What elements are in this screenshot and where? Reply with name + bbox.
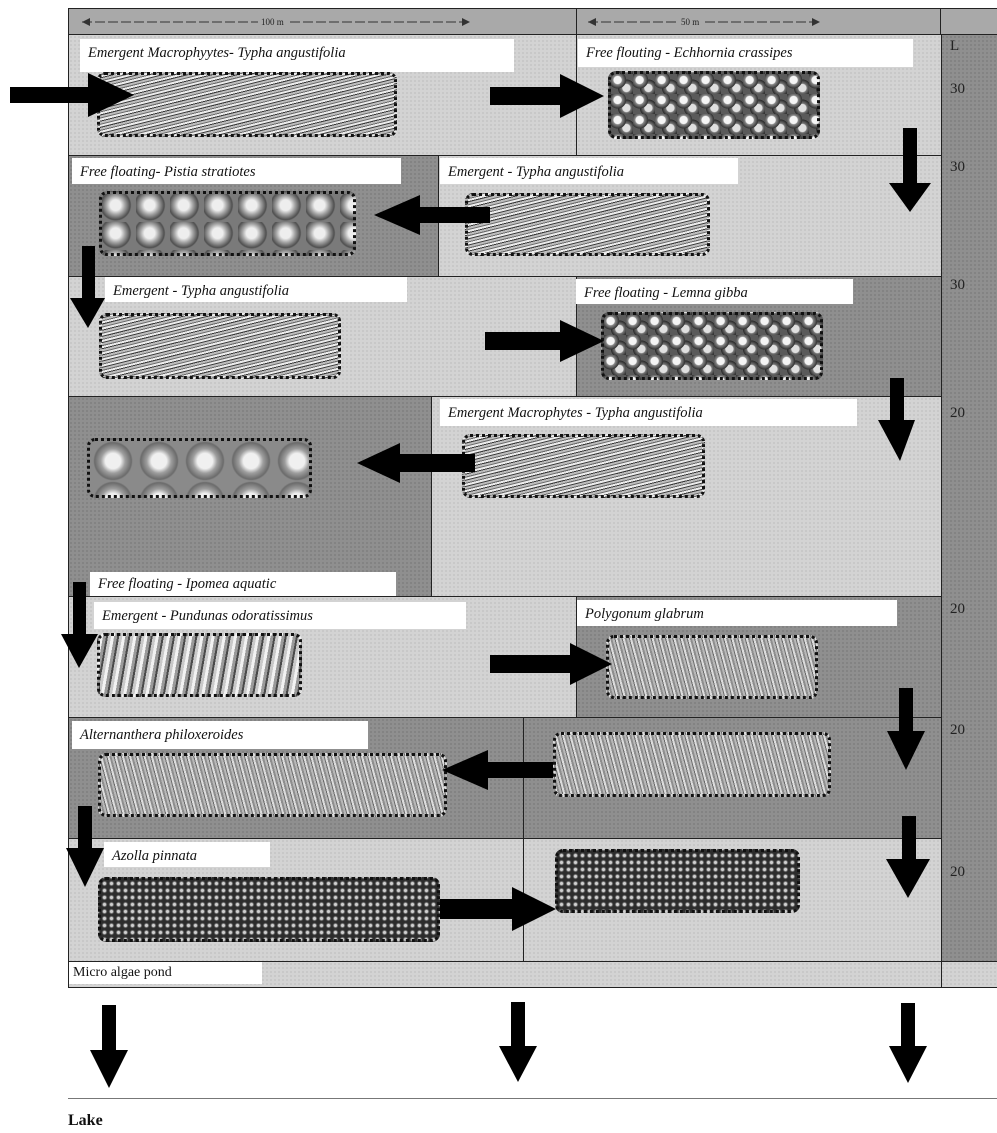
- arrow-down-r4: [61, 582, 98, 668]
- scale-label-100m: 100 m: [258, 17, 287, 27]
- azolla-image-r7: [555, 849, 800, 913]
- arrow-r3: [485, 320, 604, 362]
- lake-line: [68, 1098, 997, 1099]
- echhornia-image: [608, 71, 820, 139]
- alternanthera-image: [98, 753, 447, 817]
- side-value-1: 30: [950, 81, 965, 97]
- label-r2-right: Emergent - Typha angustifolia: [440, 158, 738, 184]
- lake-label: Lake: [68, 1112, 103, 1129]
- arrow-inflow: [10, 73, 134, 117]
- azolla-image: [98, 877, 440, 942]
- arrow-out-left: [90, 1005, 128, 1088]
- scale-label-50m: 50 m: [678, 17, 703, 27]
- ipomea-image: [87, 438, 312, 498]
- side-value-3: 30: [950, 277, 965, 293]
- arrow-down-r6: [66, 806, 104, 887]
- arrow-out-right: [889, 1003, 927, 1083]
- label-r4-right: Emergent Macrophytes - Typha angustifoli…: [440, 399, 857, 426]
- pandanus-image: [97, 633, 302, 697]
- label-r7-left: Azolla pinnata: [104, 842, 270, 867]
- alternanthera-image-r6: [553, 732, 831, 797]
- arrow-r2: [374, 195, 490, 235]
- label-r3-left: Emergent - Typha angustifolia: [105, 277, 407, 302]
- arrow-r7: [440, 887, 556, 931]
- arrow-r1: [490, 74, 604, 118]
- label-r2-left: Free floating- Pistia stratiotes: [72, 158, 401, 184]
- typha-image-r3: [99, 313, 341, 379]
- arrow-down-r5: [887, 688, 925, 770]
- arrow-down-r1: [889, 128, 931, 212]
- arrow-r4: [357, 443, 475, 483]
- arrow-r6: [442, 750, 553, 790]
- scale-bars: [82, 18, 820, 26]
- lemna-image: [601, 312, 823, 380]
- label-micro-algae: Micro algae pond: [69, 962, 262, 984]
- label-r4-bottom: Free floating - Ipomea aquatic: [90, 572, 396, 596]
- typha-image: [97, 72, 397, 137]
- label-r1-right: Free flouting - Echhornia crassipes: [578, 39, 913, 67]
- label-r3-right: Free floating - Lemna gibba: [576, 279, 853, 304]
- side-value-7: 20: [950, 864, 965, 880]
- arrow-out-center: [499, 1002, 537, 1082]
- label-r5-right: Polygonum glabrum: [577, 600, 897, 626]
- typha-image-r2: [465, 193, 710, 256]
- arrow-down-r7: [886, 816, 930, 898]
- polygonum-image: [606, 635, 818, 699]
- pistia-image: [99, 191, 356, 256]
- arrow-down-r3: [878, 378, 915, 461]
- side-letter: L: [950, 38, 960, 54]
- side-value-4: 20: [950, 405, 965, 421]
- arrow-down-r2: [70, 246, 105, 328]
- side-header: [940, 8, 997, 35]
- label-r5-left: Emergent - Pundunas odoratissimus: [94, 602, 466, 629]
- side-footer: [940, 961, 997, 988]
- side-value-2: 30: [950, 159, 965, 175]
- side-column: [940, 34, 997, 962]
- arrow-r5: [490, 643, 612, 685]
- typha-image-r4: [462, 434, 705, 498]
- side-value-5: 20: [950, 601, 965, 617]
- label-r1-left: Emergent Macrophyytes- Typha angustifoli…: [80, 39, 514, 72]
- label-r6-left: Alternanthera philoxeroides: [72, 721, 368, 749]
- side-value-6: 20: [950, 722, 965, 738]
